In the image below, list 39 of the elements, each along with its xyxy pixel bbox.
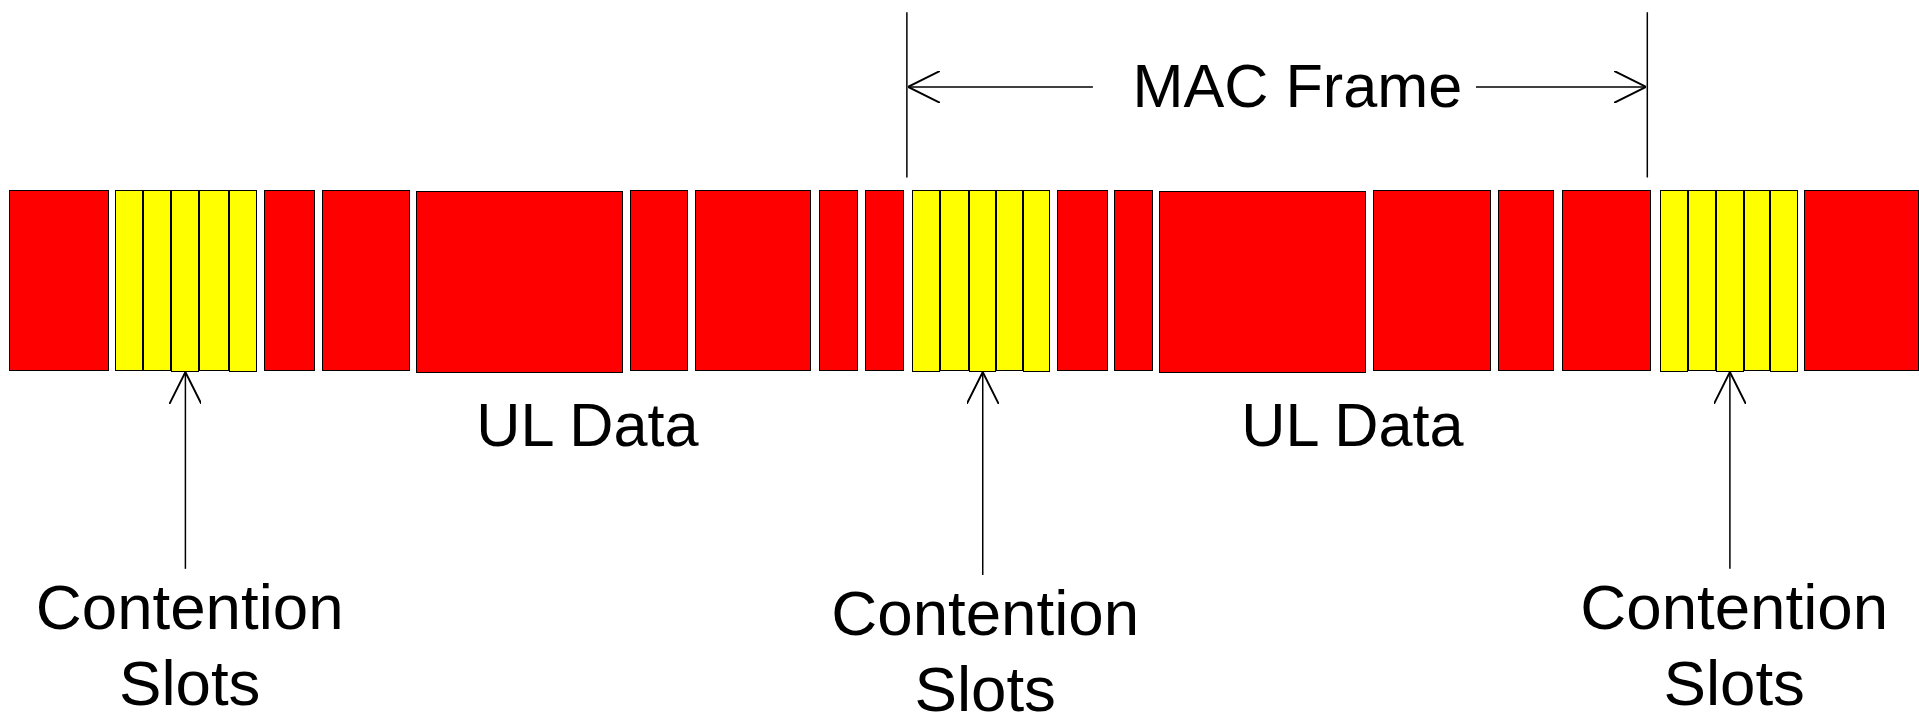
data-block	[818, 189, 858, 371]
data-block	[1113, 189, 1153, 371]
contention-slot	[996, 189, 1024, 371]
contention-slot	[1744, 189, 1770, 371]
section-label: UL Data	[1241, 390, 1464, 462]
data-block	[416, 190, 623, 374]
data-block	[1373, 189, 1491, 371]
data-block	[8, 189, 109, 371]
section-label: UL Data	[476, 390, 699, 462]
contention-slot	[911, 189, 940, 373]
data-block	[865, 189, 905, 371]
contention-slot	[228, 189, 257, 373]
data-block	[1159, 190, 1366, 374]
arrow	[1712, 371, 1747, 570]
data-block	[1498, 189, 1555, 371]
data-block	[695, 189, 812, 371]
data-block	[1561, 189, 1651, 371]
data-block	[630, 189, 688, 371]
contention-slot	[1769, 189, 1798, 373]
data-block	[264, 189, 315, 371]
contention-slot	[143, 189, 172, 371]
contention-slot	[1715, 189, 1744, 373]
data-block	[1057, 189, 1108, 371]
frame-label: MAC Frame	[1132, 51, 1463, 123]
arrow	[168, 371, 203, 570]
data-block	[321, 189, 410, 371]
contention-slot	[1687, 189, 1716, 371]
data-block	[1803, 189, 1919, 371]
annotation-label: Contention Slots	[801, 574, 1169, 722]
arrow	[965, 371, 1000, 576]
contention-slot	[1659, 189, 1688, 373]
annotation-label: Contention Slots	[6, 568, 374, 722]
contention-slot	[171, 189, 200, 373]
contention-slot	[1023, 189, 1051, 373]
contention-slot	[969, 189, 997, 373]
contention-slot	[199, 189, 229, 371]
annotation-label: Contention Slots	[1550, 568, 1918, 722]
contention-slot	[939, 189, 970, 371]
contention-slot	[115, 189, 144, 371]
